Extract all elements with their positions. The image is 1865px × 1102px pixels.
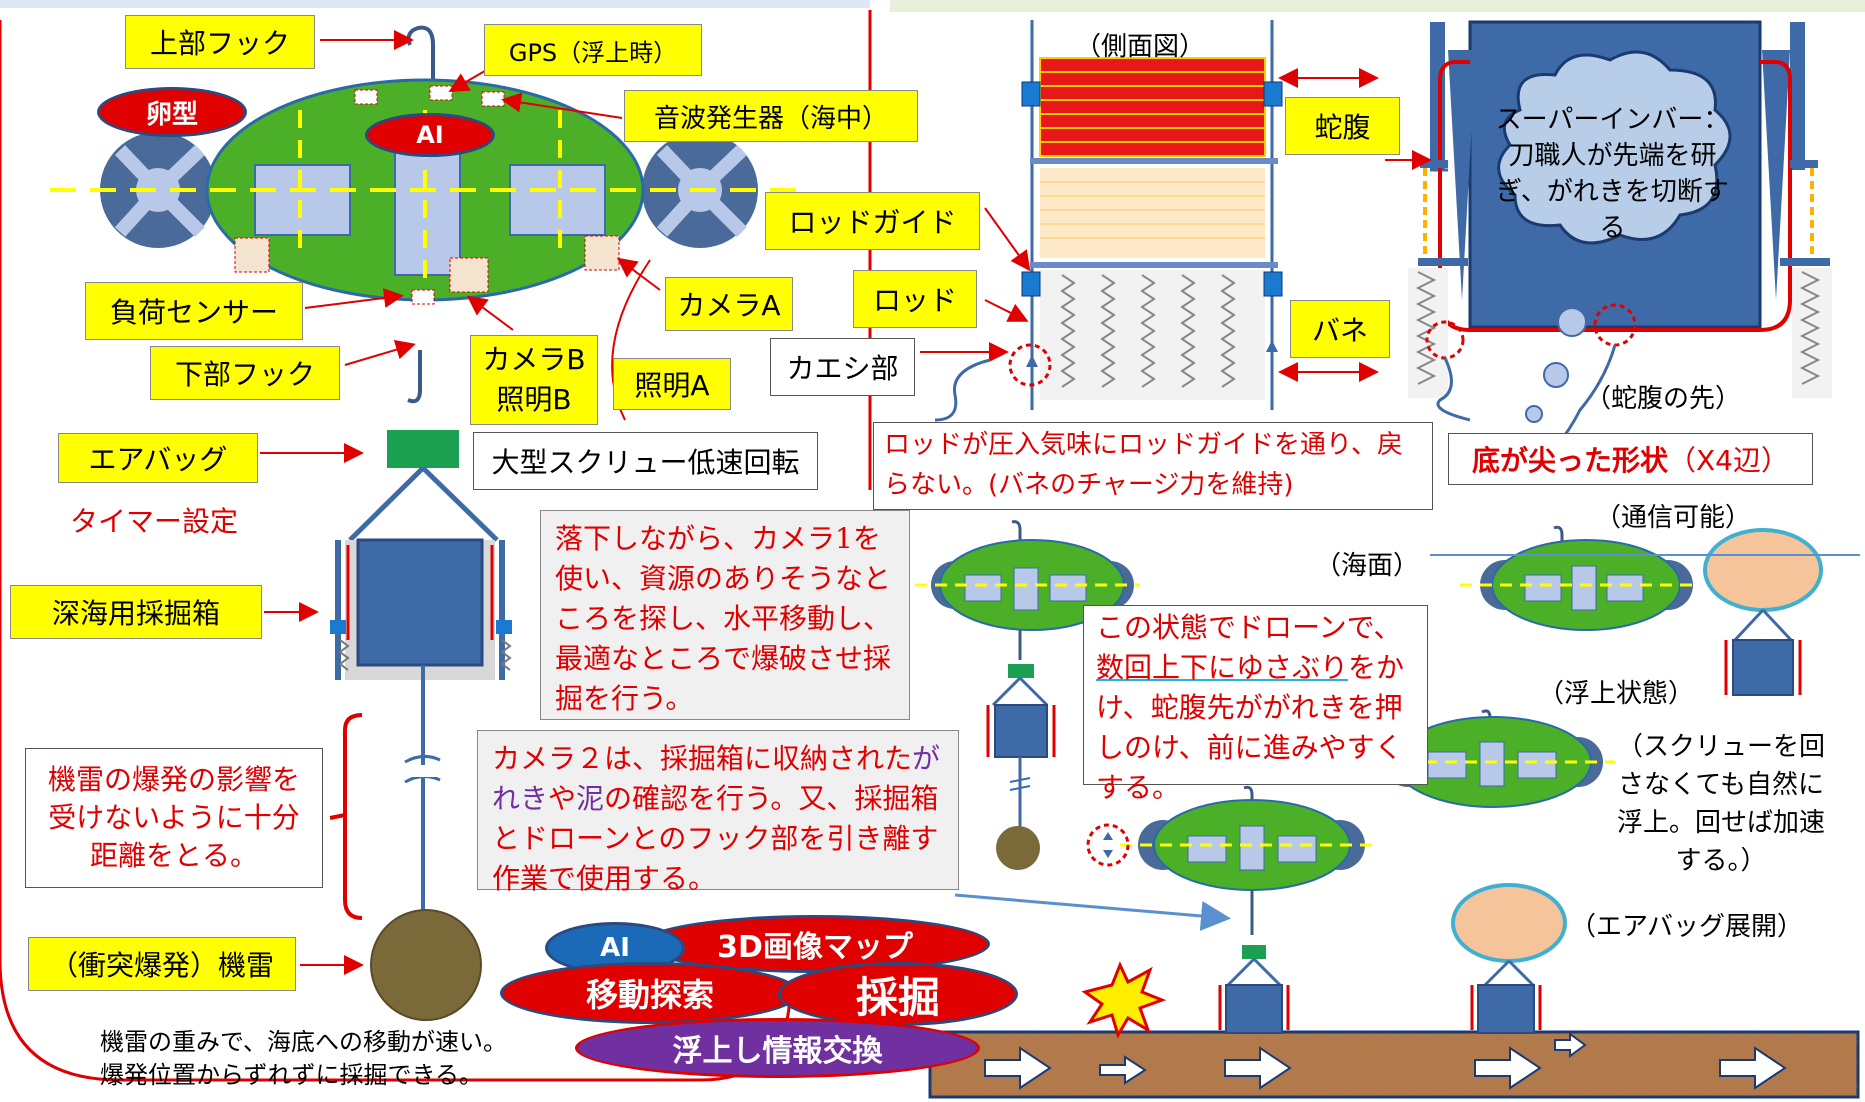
camera-b-text: カメラB: [482, 343, 586, 376]
airbag-deploy-label: （エアバッグ展開）: [1570, 912, 1803, 942]
light-a-label: 照明A: [613, 358, 731, 410]
airbag-deployed: [1451, 883, 1567, 963]
kaeshi-label: カエシ部: [770, 338, 915, 396]
mine-large: [370, 909, 482, 1021]
mining-box-label: 深海用採掘箱: [10, 585, 262, 639]
seabed: [928, 1030, 1860, 1099]
tag-move-search: 移動探索: [500, 962, 800, 1024]
distance-note: 機雷の爆発の影響を受けないように十分距離をとる。: [25, 748, 323, 888]
bellows-tip-label: （蛇腹の先）: [1585, 384, 1742, 414]
lower-hook-label: 下部フック: [150, 346, 340, 400]
shake-note-b: 数回上下にゆさぶり: [1096, 651, 1349, 684]
camera2-note-a: カメラ２は、採掘箱に収納さ: [492, 742, 857, 775]
gps-label: GPS（浮上時）: [484, 24, 702, 76]
explosion-icon: [1081, 961, 1167, 1039]
camera2-note-b: れた: [856, 742, 913, 775]
sonic-label: 音波発生器（海中）: [624, 90, 918, 142]
airbag-block: [387, 430, 459, 468]
drone-surface: [1460, 525, 1823, 696]
camera-a-label: カメラA: [665, 277, 793, 331]
bottom-note-line1: 機雷の重みで、海底への移動が速い。: [100, 1028, 508, 1056]
camera2-note-f: の確認を行う。又、採掘箱とドローンとのフック部を引き離す作業で使用する。: [492, 782, 939, 895]
upper-hook-label: 上部フック: [125, 15, 315, 69]
camera2-note-rubble: がれき: [492, 742, 941, 815]
pointed-shape-label: 底が尖った形状（X4辺）: [1448, 433, 1813, 485]
drone-shaking: [1086, 785, 1375, 935]
camera2-note-d: や: [548, 782, 577, 815]
bellows-label: 蛇腹: [1285, 97, 1400, 155]
screw-label: 大型スクリュー低速回転: [473, 432, 818, 490]
airbag-label: エアバッグ: [58, 433, 258, 483]
egg-shape-badge: 卵型: [97, 87, 247, 137]
rod-label: ロッド: [853, 270, 977, 328]
load-sensor-label: 負荷センサー: [85, 282, 303, 340]
mine-label: （衝突爆発）機雷: [28, 937, 296, 991]
tag-mining: 採掘: [778, 962, 1018, 1026]
sea-surface-label: （海面）: [1315, 551, 1420, 581]
spring-label: バネ: [1290, 300, 1390, 358]
tag-float-exchange: 浮上し情報交換: [575, 1018, 980, 1078]
comm-label: （通信可能）: [1595, 503, 1752, 533]
rod-guide-label: ロッドガイド: [765, 192, 980, 250]
drone-small-falling: [915, 520, 1140, 870]
camera-b-light-b-label: カメラB 照明B: [470, 335, 598, 425]
mining-box-large: [330, 538, 512, 680]
shake-note-a: この状態でドローンで、: [1096, 611, 1402, 644]
top-bar-left: [0, 0, 870, 8]
rod-note: ロッドが圧入気味にロッドガイドを通り、戻らない。(バネのチャージ力を維持): [873, 422, 1433, 510]
pointed-shape-main: 底が尖った形状: [1471, 444, 1668, 477]
side-view-title: （側面図）: [1075, 32, 1206, 62]
screw-note: （スクリューを回さなくても自然に浮上。回せば加速する。）: [1616, 732, 1825, 876]
timer-label: タイマー設定: [70, 505, 239, 538]
floating-label: （浮上状態）: [1538, 679, 1695, 709]
camera2-note-mud: 泥: [576, 782, 605, 815]
light-b-text: 照明B: [496, 383, 572, 416]
ai-badge-drone: AI: [365, 113, 495, 157]
shake-note: この状態でドローンで、数回上下にゆさぶりをかけ、蛇腹先ががれきを押しのけ、前に進…: [1083, 605, 1428, 804]
box-on-seabed: [1218, 945, 1542, 1034]
bellows-detail: [1408, 20, 1832, 449]
shake-note-c: をかけ、蛇腹先ががれきを押しのけ、前に進みやすくする。: [1096, 651, 1405, 804]
side-view: [1008, 20, 1283, 410]
top-bar-right: [890, 0, 1865, 12]
pointed-shape-count: （X4辺）: [1668, 444, 1789, 477]
camera2-note: カメラ２は、採掘箱に収納されたがれきや泥の確認を行う。又、採掘箱とドローンとのフ…: [477, 730, 959, 895]
bottom-note-line2: 爆発位置からずれずに採掘できる。: [100, 1061, 484, 1089]
super-invar-label: スーパーインバー：刀職人が先端を研ぎ、がれきを切断する: [1495, 105, 1730, 243]
drone-large: [50, 25, 800, 404]
fall-note: 落下しながら、カメラ1を使い、資源のありそうなところを探し、水平移動し、最適なと…: [540, 510, 910, 720]
